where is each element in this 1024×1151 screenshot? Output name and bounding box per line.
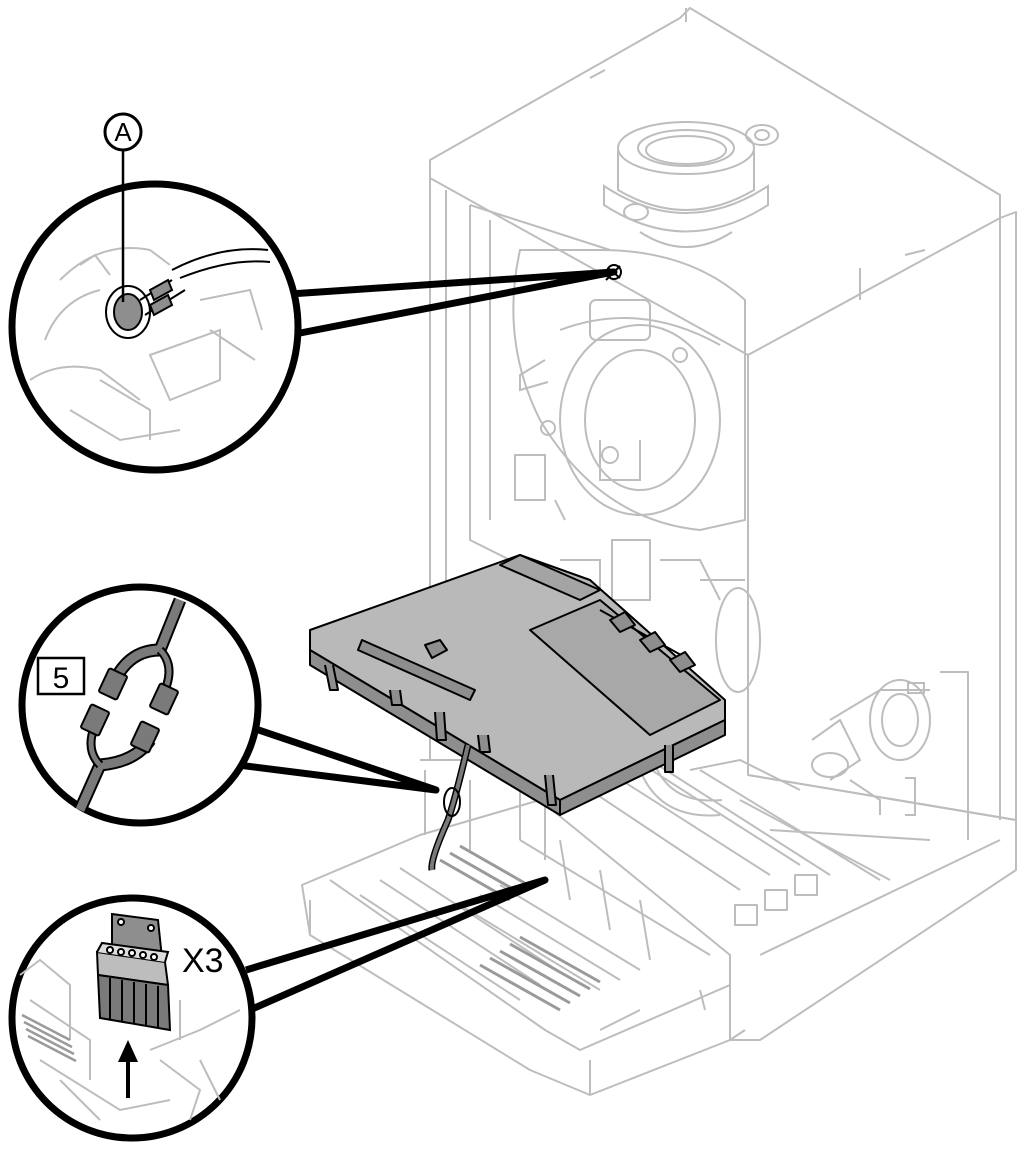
callout-label-a: A — [114, 117, 132, 147]
up-arrow-icon — [118, 1040, 138, 1098]
pump-assembly — [811, 679, 931, 816]
step-number-label: 5 — [53, 662, 70, 695]
electronics-tray — [301, 749, 931, 1096]
detail-a: A — [8, 112, 618, 474]
flue-adapter — [603, 121, 779, 248]
control-cover — [309, 554, 726, 816]
burner-assembly — [512, 249, 761, 693]
connecting-cable — [428, 744, 472, 871]
connector-label-x3: X3 — [182, 942, 224, 980]
detail-x3: X3 — [8, 876, 549, 1142]
tray-slots — [439, 844, 601, 1012]
x3-connector — [95, 912, 172, 1032]
detail-5: 5 — [18, 583, 440, 827]
